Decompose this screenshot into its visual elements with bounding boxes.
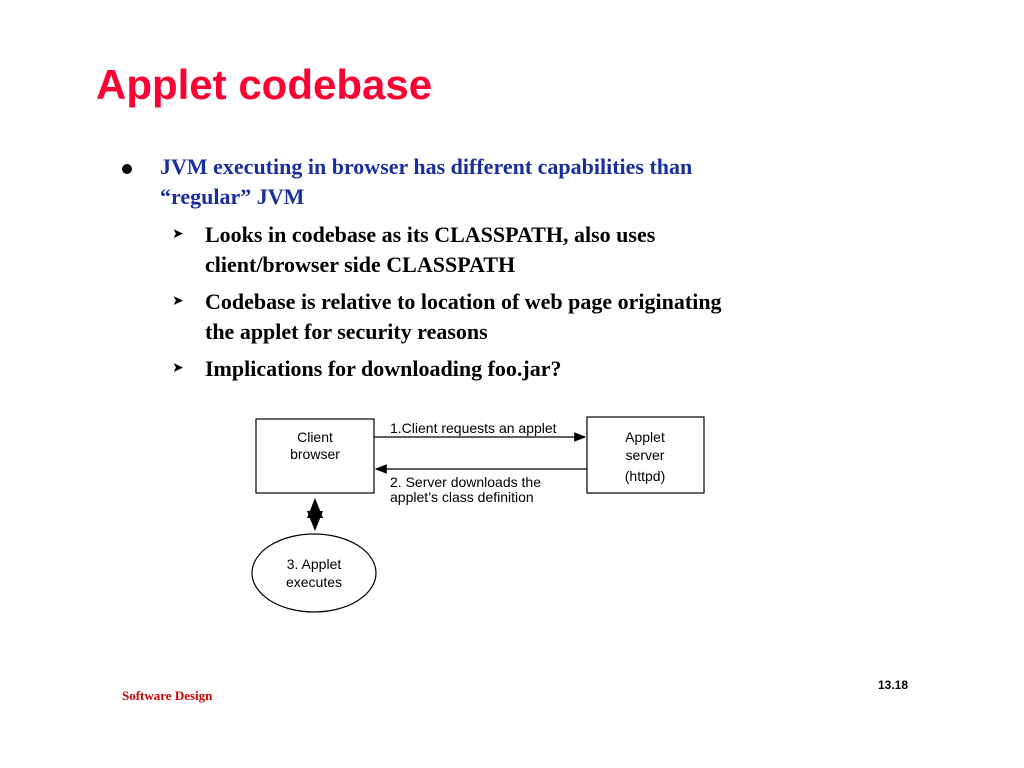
execute-ellipse-line2: executes: [286, 574, 342, 590]
applet-flow-diagram: Client browser Applet server (httpd) 1.C…: [251, 416, 705, 613]
server-box-line1: Applet: [625, 429, 665, 445]
execute-ellipse-line1: 3. Applet: [287, 556, 342, 572]
page-number: 13.18: [878, 678, 909, 692]
sub-bullet-2-line1: Codebase is relative to location of web …: [205, 289, 722, 314]
sub-bullet-text: Implications for downloading foo.jar?: [205, 354, 562, 384]
applet-server-box: [586, 416, 705, 494]
bullet-dot-icon: [122, 164, 132, 174]
sub-bullet-1: ➤ Looks in codebase as its CLASSPATH, al…: [172, 220, 872, 280]
chevron-right-icon: ➤: [172, 361, 184, 376]
sub-bullet-3-line1: Implications for downloading foo.jar?: [205, 356, 562, 381]
applet-executes-ellipse: [251, 533, 377, 613]
client-box-line1: Client: [297, 429, 333, 445]
main-bullet-line1: JVM executing in browser has different c…: [160, 154, 693, 179]
main-bullet: JVM executing in browser has different c…: [122, 152, 842, 212]
footer-course-title: Software Design: [122, 688, 213, 703]
server-box-line2: server: [626, 447, 665, 463]
client-box-line2: browser: [290, 446, 340, 462]
chevron-right-icon: ➤: [172, 294, 184, 309]
sub-bullet-text: Looks in codebase as its CLASSPATH, also…: [205, 220, 655, 280]
request-arrow-label: 1.Client requests an applet: [390, 420, 557, 436]
server-box-line3: (httpd): [625, 468, 665, 484]
sub-bullet-2: ➤ Codebase is relative to location of we…: [172, 287, 872, 347]
sub-bullet-text: Codebase is relative to location of web …: [205, 287, 722, 347]
sub-bullet-1-line2: client/browser side CLASSPATH: [205, 252, 516, 277]
download-arrow-label-line1: 2. Server downloads the: [390, 474, 541, 490]
sub-bullet-1-line1: Looks in codebase as its CLASSPATH, also…: [205, 222, 656, 247]
sub-bullet-2-line2: the applet for security reasons: [205, 319, 488, 344]
client-browser-box: [255, 418, 375, 494]
download-arrow-label-line2: applet’s class definition: [390, 489, 534, 505]
main-bullet-text: JVM executing in browser has different c…: [160, 152, 692, 212]
slide-title: Applet codebase: [96, 61, 433, 108]
main-bullet-line2: “regular” JVM: [160, 184, 305, 209]
chevron-right-icon: ➤: [172, 227, 184, 242]
sub-bullet-3: ➤ Implications for downloading foo.jar?: [172, 354, 872, 384]
